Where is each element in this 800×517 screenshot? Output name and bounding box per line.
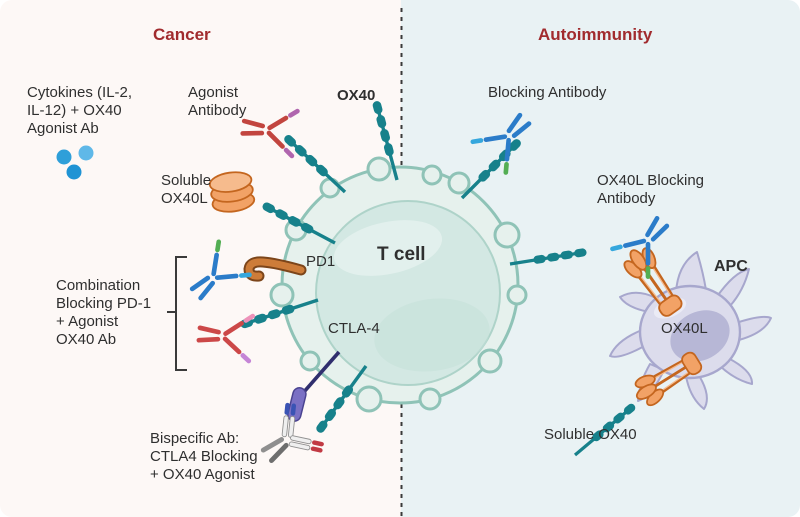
label-bispecific: Bispecific Ab: CTLA4 Blocking + OX40 Ago… <box>150 430 258 483</box>
combination-bracket <box>167 256 187 371</box>
t-cell-body <box>269 156 528 413</box>
label-agonist-antibody: Agonist Antibody <box>188 84 247 119</box>
label-cytokines: Cytokines (IL-2, IL-12) + OX40 Agonist A… <box>27 84 133 137</box>
label-ox40: OX40 <box>337 87 376 104</box>
apc-cell-body <box>609 251 772 410</box>
label-soluble-ox40: Soluble OX40 <box>544 426 637 443</box>
bispecific-antibody-shape <box>260 402 324 464</box>
cytokine-molecules <box>56 145 94 180</box>
cancer-title: Cancer <box>153 25 211 44</box>
label-combination: Combination Blocking PD-1 + Agonist OX40… <box>56 277 152 348</box>
label-apc: APC <box>714 258 748 275</box>
label-ox40l-on-apc: OX40L <box>661 320 708 337</box>
label-ox40l-blocking: OX40L Blocking Antibody <box>597 172 705 207</box>
label-ctla4: CTLA-4 <box>328 320 380 337</box>
autoimmunity-title: Autoimmunity <box>538 25 653 44</box>
label-t-cell: T cell <box>377 244 426 265</box>
label-blocking-antibody: Blocking Antibody <box>488 84 607 101</box>
label-soluble-ox40l: Soluble OX40L <box>161 172 212 207</box>
soluble-ox40l-molecule <box>208 171 256 213</box>
label-pd1: PD1 <box>306 253 336 270</box>
